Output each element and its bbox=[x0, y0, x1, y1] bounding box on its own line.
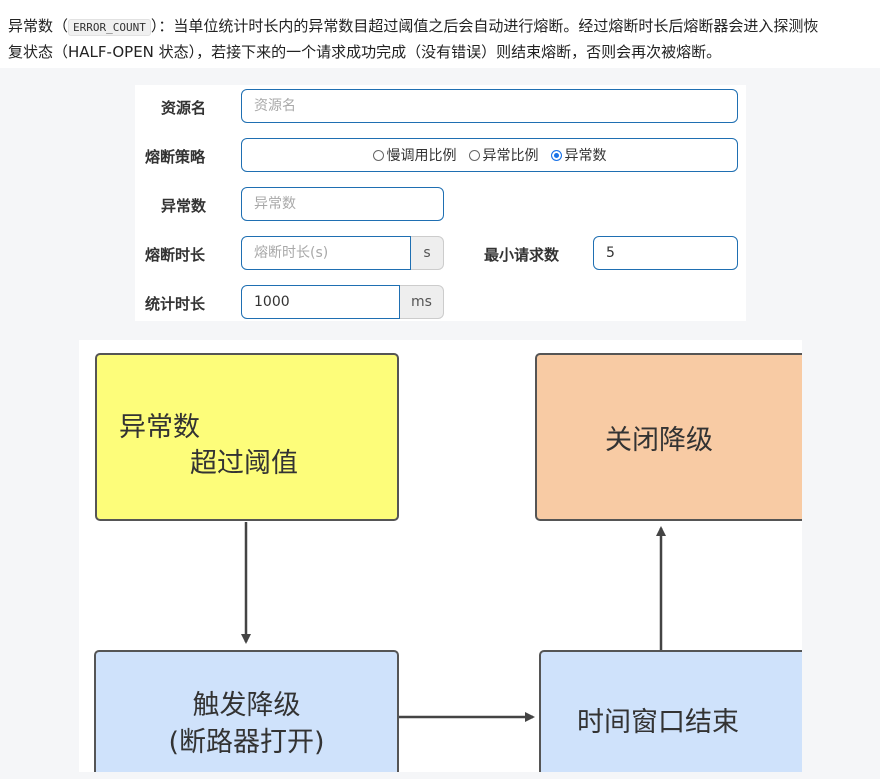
error-count-code: ERROR_COUNT bbox=[68, 19, 151, 36]
strategy-label: 熔断策略 bbox=[145, 148, 206, 166]
time-window-end-box: 时间窗口结束 bbox=[539, 650, 802, 772]
stat-duration-label: 统计时长 bbox=[145, 295, 206, 313]
intro-line2: 复状态（HALF-OPEN 状态），若接下来的一个请求成功完成（没有错误）则结束… bbox=[8, 43, 722, 61]
strategy-radio-group: 慢调用比例 异常比例 异常数 bbox=[241, 138, 738, 172]
radio-label: 异常数 bbox=[564, 148, 607, 164]
min-request-input[interactable] bbox=[593, 236, 738, 270]
break-duration-unit: s bbox=[411, 236, 444, 270]
radio-label: 慢调用比例 bbox=[386, 148, 457, 164]
intro-term: 异常数 bbox=[8, 17, 54, 35]
radio-exception-ratio[interactable]: 异常比例 bbox=[468, 145, 539, 165]
threshold-box-line1: 异常数 bbox=[119, 412, 200, 443]
window-end-box-label: 时间窗口结束 bbox=[577, 707, 739, 738]
circuit-breaker-flow-diagram: 异常数 超过阈值 关闭降级 触发降级 (断路器打开) 时间窗口结束 bbox=[79, 340, 802, 772]
radio-unchecked-icon bbox=[372, 149, 384, 161]
break-duration-label: 熔断时长 bbox=[145, 246, 206, 264]
exception-count-input[interactable] bbox=[241, 187, 444, 221]
intro-open-paren: （ bbox=[53, 17, 69, 35]
break-duration-input[interactable] bbox=[241, 236, 411, 270]
threshold-box-line2: 超过阈值 bbox=[190, 448, 298, 479]
radio-unchecked-icon bbox=[468, 149, 480, 161]
trigger-box-line2: (断路器打开) bbox=[168, 727, 325, 758]
diagram-arrows bbox=[241, 522, 666, 722]
radio-exception-count[interactable]: 异常数 bbox=[550, 145, 607, 165]
trigger-degradation-box: 触发降级 (断路器打开) bbox=[94, 650, 399, 772]
close-degradation-box: 关闭降级 bbox=[535, 353, 802, 521]
radio-label: 异常比例 bbox=[482, 148, 539, 164]
stat-duration-unit: ms bbox=[400, 285, 444, 319]
close-box-label: 关闭降级 bbox=[605, 424, 713, 456]
radio-slow-call-ratio[interactable]: 慢调用比例 bbox=[372, 145, 457, 165]
threshold-exceeded-box: 异常数 超过阈值 bbox=[95, 353, 399, 521]
resource-label: 资源名 bbox=[161, 99, 207, 117]
intro-rest-line1: ）：当单位统计时长内的异常数目超过阈值之后会自动进行熔断。经过熔断时长后熔断器会… bbox=[150, 17, 819, 35]
min-request-label: 最小请求数 bbox=[484, 246, 560, 264]
intro-paragraph: 异常数（ERROR_COUNT）：当单位统计时长内的异常数目超过阈值之后会自动进… bbox=[0, 0, 880, 68]
resource-input[interactable] bbox=[241, 89, 738, 123]
trigger-box-line1: 触发降级 bbox=[192, 690, 301, 721]
radio-checked-icon bbox=[550, 149, 562, 161]
exception-count-label: 异常数 bbox=[161, 197, 207, 215]
stat-duration-input[interactable] bbox=[241, 285, 400, 319]
circuit-breaker-form: 资源名 熔断策略 慢调用比例 异常比例 异常数 异常数 熔断时长 s 最小请求数… bbox=[135, 85, 746, 321]
